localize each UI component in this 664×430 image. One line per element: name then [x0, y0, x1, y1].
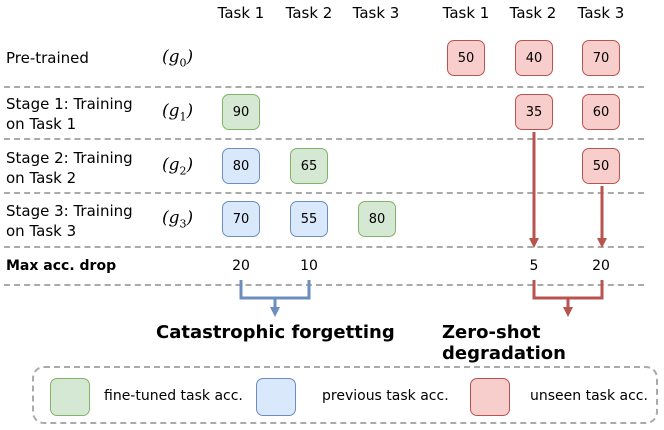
forgetting-title: Catastrophic forgetting	[156, 322, 395, 343]
row-separator	[4, 284, 644, 286]
row-label-line: Stage 2: Training	[6, 149, 133, 167]
row-label-stage2: Stage 2: Training on Task 2	[6, 148, 133, 188]
model-symbol-g3: (g3)	[162, 208, 194, 231]
model-symbol-g0: (g0)	[162, 47, 194, 70]
legend-swatch-finetuned	[50, 378, 90, 416]
row-label-line: Pre-trained	[6, 49, 89, 67]
header-task2-left: Task 2	[285, 4, 333, 22]
model-symbol-g1: (g1)	[162, 101, 194, 124]
cell-stage2-task1-previous: 80	[222, 148, 260, 184]
legend-swatch-previous	[256, 378, 296, 416]
header-task2-right: Task 2	[509, 4, 557, 22]
zeroshot-bracket	[532, 280, 604, 300]
degradation-title: Zero-shot degradation	[442, 322, 566, 364]
legend: fine-tuned task acc. previous task acc. …	[32, 366, 658, 424]
cell-pretrained-task3-unseen: 70	[582, 40, 620, 76]
header-task1-right: Task 1	[442, 4, 490, 22]
row-separator	[4, 138, 644, 140]
legend-label-previous: previous task acc.	[322, 388, 449, 404]
forgetting-bracket	[239, 280, 311, 300]
cell-stage1-task2-unseen: 35	[515, 94, 553, 130]
row-label-line: on Task 1	[6, 115, 77, 133]
cell-pretrained-task1-unseen: 50	[447, 40, 485, 76]
cell-stage1-task1-finetuned: 90	[222, 94, 260, 130]
max-drop-zeroshot-task2: 5	[529, 258, 539, 274]
row-label-line: on Task 3	[6, 222, 77, 240]
cell-stage2-task2-finetuned: 65	[290, 148, 328, 184]
max-drop-label: Max acc. drop	[6, 258, 117, 274]
legend-swatch-unseen	[470, 378, 510, 416]
row-separator	[4, 192, 644, 194]
legend-label-unseen: unseen task acc.	[530, 388, 648, 404]
max-drop-forget-task1: 20	[232, 258, 250, 274]
model-symbol-g2: (g2)	[162, 155, 194, 178]
header-task1-left: Task 1	[217, 4, 265, 22]
row-separator	[4, 246, 644, 248]
row-label-line: Stage 3: Training	[6, 202, 133, 220]
legend-label-finetuned: fine-tuned task acc.	[104, 388, 243, 404]
row-label-line: Stage 1: Training	[6, 95, 133, 113]
cell-stage2-task3-unseen: 50	[582, 148, 620, 184]
row-label-pretrained: Pre-trained	[6, 48, 89, 68]
cell-stage3-task3-finetuned: 80	[358, 201, 396, 237]
row-label-line: on Task 2	[6, 169, 77, 187]
cell-pretrained-task2-unseen: 40	[515, 40, 553, 76]
row-label-stage1: Stage 1: Training on Task 1	[6, 94, 133, 134]
cell-stage3-task2-previous: 55	[290, 201, 328, 237]
max-drop-forget-task2: 10	[300, 258, 318, 274]
cell-stage1-task3-unseen: 60	[582, 94, 620, 130]
max-drop-zeroshot-task3: 20	[592, 258, 610, 274]
cell-stage3-task1-previous: 70	[222, 201, 260, 237]
header-task3-right: Task 3	[577, 4, 625, 22]
row-label-stage3: Stage 3: Training on Task 3	[6, 201, 133, 241]
row-separator	[4, 86, 644, 88]
header-task3-left: Task 3	[352, 4, 400, 22]
